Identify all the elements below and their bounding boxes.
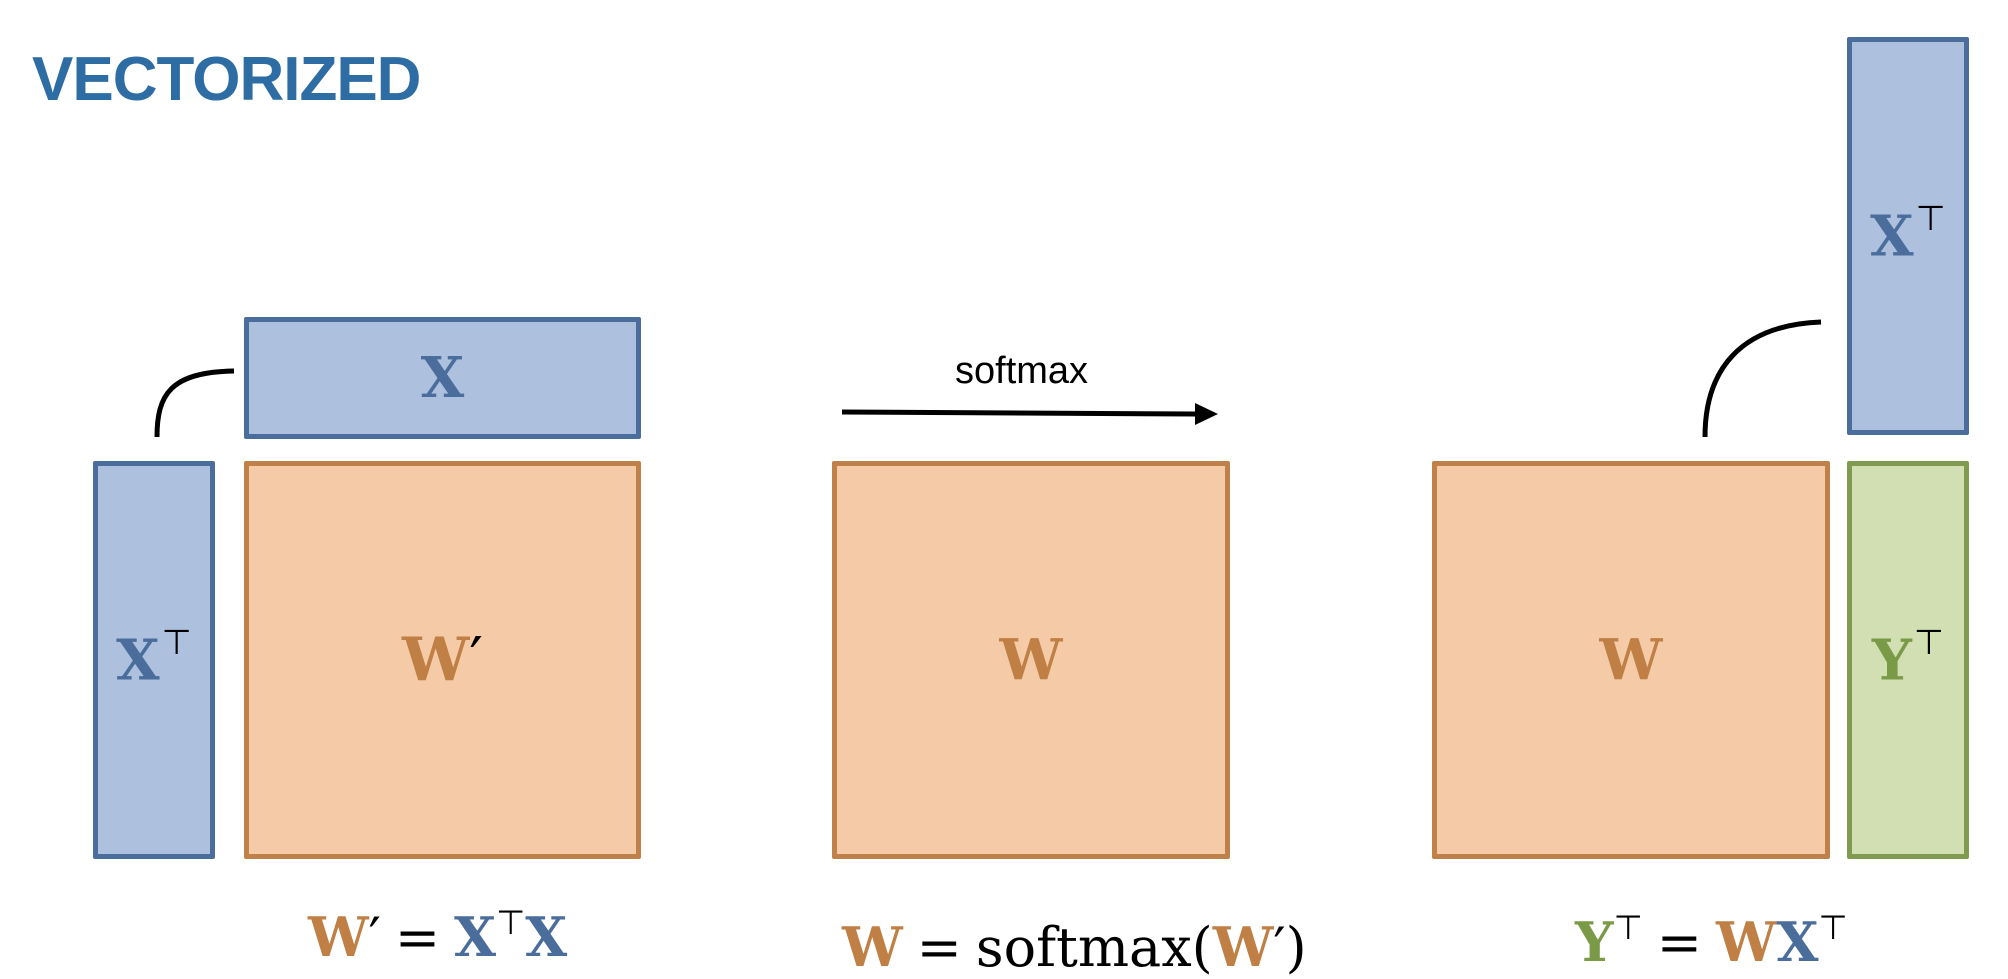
equation-right: Y⊤=WX⊤ <box>1575 909 1848 974</box>
x-label: X <box>420 345 465 411</box>
w-matrix-right: W <box>1432 461 1830 859</box>
softmax-arrow-label: softmax <box>955 350 1089 392</box>
w-label: W <box>999 627 1063 693</box>
w-right-label: W <box>1599 627 1663 693</box>
equation-middle: W=softmax(W′) <box>842 915 1307 979</box>
x-transpose-right-label: X⊤ <box>1870 200 1946 270</box>
x-matrix: X <box>244 317 641 439</box>
x-transpose-label: X⊤ <box>116 624 192 694</box>
w-prime-label: W′ <box>401 625 483 695</box>
w-matrix-softmax: W <box>832 461 1230 859</box>
x-transpose-matrix: X⊤ <box>93 461 215 859</box>
x-transpose-matrix-right: X⊤ <box>1847 37 1969 435</box>
left-connector-curve <box>154 368 235 438</box>
softmax-arrow-line <box>841 409 1196 417</box>
right-connector-curve <box>1702 319 1822 438</box>
equation-left: W′=X⊤X <box>308 904 568 969</box>
y-transpose-label: Y⊤ <box>1871 624 1945 694</box>
y-transpose-matrix: Y⊤ <box>1847 461 1969 859</box>
softmax-arrow-head <box>1195 403 1218 425</box>
page-title: VECTORIZED <box>32 45 421 114</box>
w-prime-matrix: W′ <box>244 461 641 859</box>
